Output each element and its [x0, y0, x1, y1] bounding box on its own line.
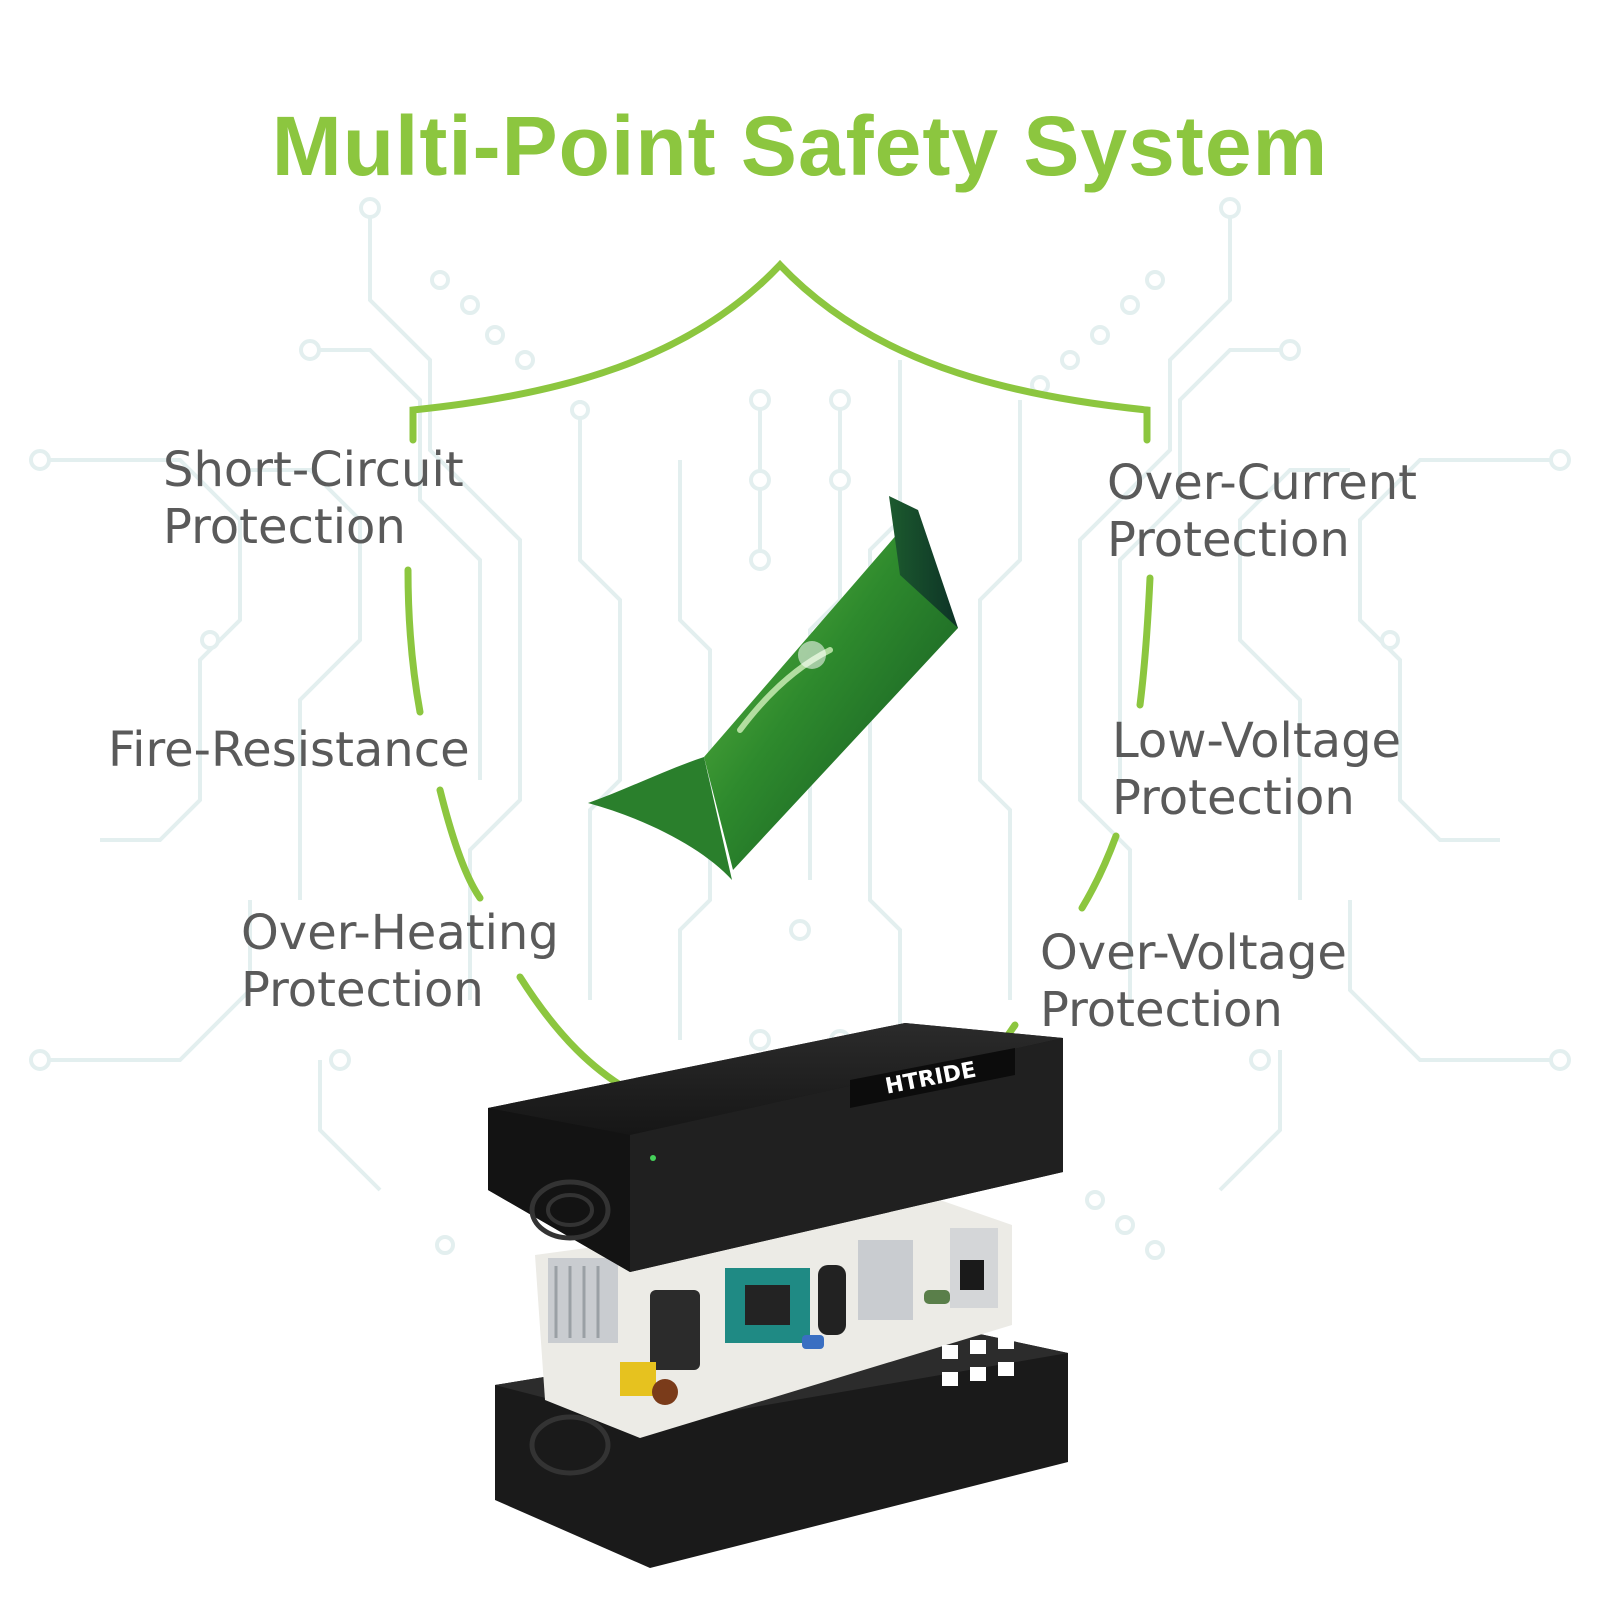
feature-over-heating: Over-Heating Protection — [241, 905, 559, 1019]
feature-line: Over-Heating — [241, 905, 559, 961]
feature-line: Protection — [1107, 512, 1350, 568]
feature-line: Protection — [1040, 982, 1283, 1038]
feature-short-circuit: Short-Circuit Protection — [163, 442, 464, 556]
page-title: Multi-Point Safety System — [271, 99, 1329, 193]
feature-line: Short-Circuit — [163, 442, 464, 498]
feature-fire-resistance: Fire-Resistance — [108, 722, 470, 779]
feature-over-voltage: Over-Voltage Protection — [1040, 925, 1347, 1039]
feature-over-current: Over-Current Protection — [1107, 455, 1417, 569]
feature-line: Over-Current — [1107, 455, 1417, 511]
feature-low-voltage: Low-Voltage Protection — [1112, 713, 1401, 827]
feature-line: Over-Voltage — [1040, 925, 1347, 981]
feature-line: Protection — [163, 499, 406, 555]
feature-line: Low-Voltage — [1112, 713, 1402, 769]
feature-line: Protection — [1112, 770, 1355, 826]
feature-line: Protection — [241, 962, 484, 1018]
feature-line: Fire-Resistance — [108, 722, 470, 778]
